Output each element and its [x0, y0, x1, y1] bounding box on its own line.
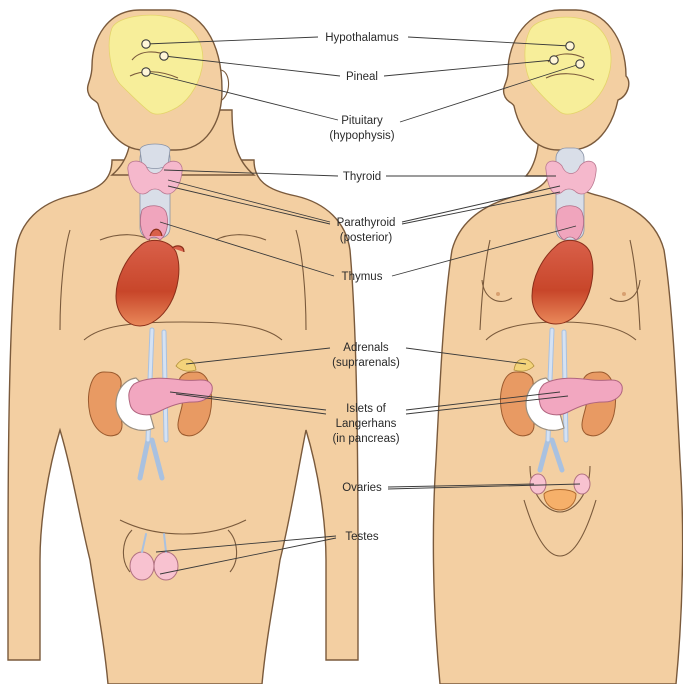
label-adrenals: Adrenals	[343, 342, 389, 354]
label-islets-2: Langerhans	[336, 418, 397, 430]
label-parathyroid: Parathyroid	[337, 217, 396, 229]
label-thymus: Thymus	[342, 271, 383, 283]
label-parathyroid-sub: (posterior)	[340, 232, 393, 244]
label-ovaries: Ovaries	[342, 482, 382, 494]
male-pituitary-dot	[142, 68, 150, 76]
label-islets: Islets of	[346, 403, 386, 415]
male-figure	[8, 10, 358, 684]
male-testis-left	[130, 552, 154, 580]
male-testis-right	[154, 552, 178, 580]
male-pineal-dot	[160, 52, 168, 60]
label-adrenals-sub: (suprarenals)	[332, 357, 400, 369]
female-figure	[433, 10, 682, 684]
label-thyroid: Thyroid	[343, 171, 381, 183]
label-pineal: Pineal	[346, 71, 378, 83]
label-pituitary: Pituitary	[341, 115, 383, 127]
male-hypothalamus-dot	[142, 40, 150, 48]
female-hypothalamus-dot	[566, 42, 574, 50]
female-pineal-dot	[550, 56, 558, 64]
label-hypothalamus: Hypothalamus	[325, 32, 399, 44]
label-islets-3: (in pancreas)	[332, 433, 399, 445]
label-testes: Testes	[345, 531, 378, 543]
female-thymus	[556, 206, 583, 240]
female-pituitary-dot	[576, 60, 584, 68]
label-pituitary-sub: (hypophysis)	[329, 130, 394, 142]
